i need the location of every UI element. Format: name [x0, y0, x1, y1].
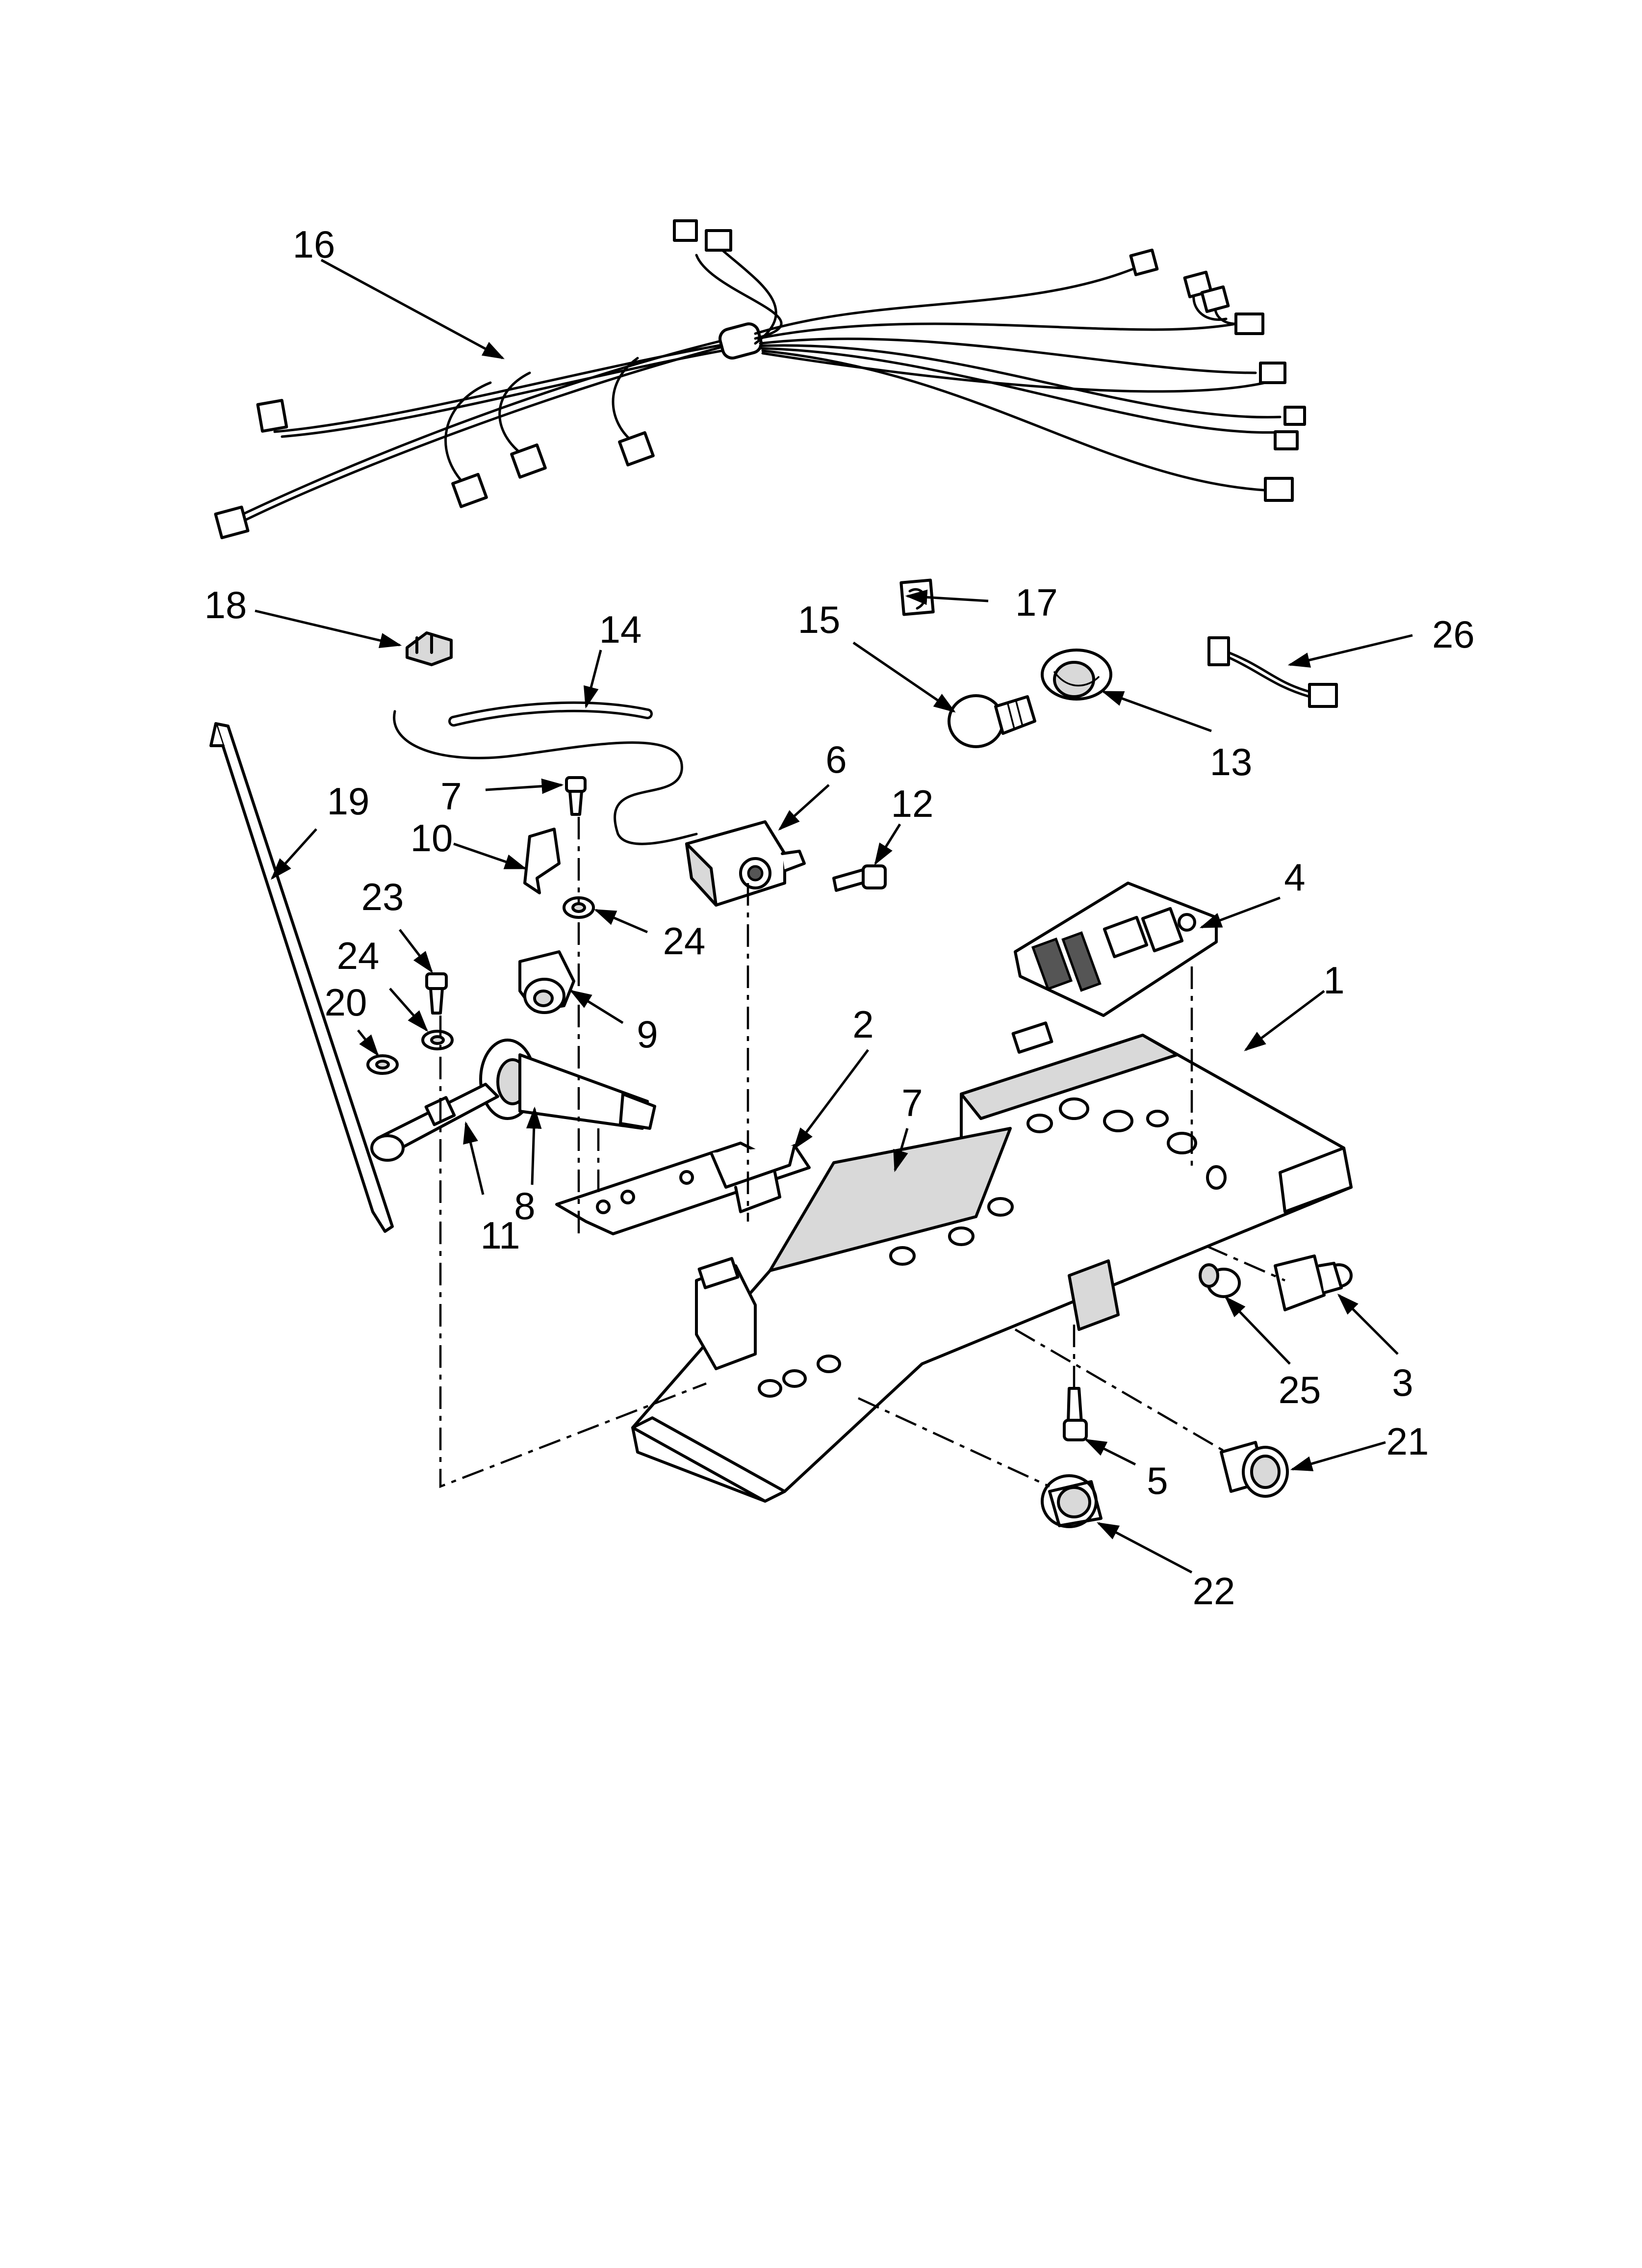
bracket-part-9[interactable]	[518, 950, 575, 1014]
callout-20: 20	[325, 981, 367, 1024]
callout-11: 11	[481, 1214, 520, 1257]
alignment-lines	[439, 817, 1285, 1488]
grommet-part-21[interactable]	[1220, 1441, 1289, 1498]
leader-arrows	[255, 259, 1413, 1574]
callout-17: 17	[1015, 581, 1058, 624]
housing-part-1[interactable]	[631, 1021, 1353, 1503]
screw-part-12[interactable]	[832, 864, 887, 892]
callout-14: 14	[599, 608, 642, 651]
grommet-part-22[interactable]	[1041, 1474, 1103, 1528]
callout-21: 21	[1386, 1420, 1429, 1463]
lever-part-11[interactable]	[370, 1083, 499, 1162]
callout-9: 9	[637, 1013, 658, 1056]
callout-22: 22	[1193, 1569, 1235, 1613]
washer-part-24-center[interactable]	[563, 896, 595, 919]
screw-part-23[interactable]	[425, 972, 448, 1015]
callout-10: 10	[410, 816, 453, 860]
callout-12: 12	[891, 782, 934, 825]
actuator-part-8[interactable]	[479, 1039, 656, 1130]
callout-4: 4	[1284, 856, 1305, 899]
callout-1: 1	[1323, 959, 1344, 1002]
callout-7-right: 7	[901, 1081, 923, 1124]
washer-part-24-left[interactable]	[421, 1030, 454, 1050]
harness-connector	[214, 219, 1306, 540]
washer-part-20[interactable]	[366, 1054, 399, 1075]
spring-clip-part-10[interactable]	[523, 828, 561, 894]
rod-part-19[interactable]	[209, 722, 394, 1233]
callout-18: 18	[205, 583, 247, 626]
screw-part-7-top[interactable]	[565, 776, 587, 816]
callout-19: 19	[327, 780, 370, 823]
callout-3: 3	[1392, 1361, 1413, 1404]
callout-13: 13	[1210, 740, 1253, 783]
wire-jumper-part[interactable]	[1207, 636, 1338, 708]
callout-2: 2	[852, 1003, 873, 1046]
screw-part-5[interactable]	[1063, 1387, 1088, 1441]
switch-part-6[interactable]	[685, 820, 806, 907]
light-bulb-part[interactable]	[948, 694, 1036, 748]
callout-26: 26	[1432, 613, 1475, 656]
light-socket-part[interactable]	[1041, 649, 1112, 701]
button-part-25[interactable]	[1199, 1263, 1241, 1298]
callout-8: 8	[514, 1184, 535, 1227]
switch-part-3[interactable]	[1274, 1254, 1353, 1311]
callout-25: 25	[1279, 1368, 1321, 1411]
wire-harness-part[interactable]	[214, 219, 1306, 540]
callout-5: 5	[1147, 1459, 1168, 1502]
callout-7-top: 7	[440, 775, 462, 818]
mounting-bracket-part-2[interactable]	[555, 1142, 811, 1235]
callout-23: 23	[361, 875, 404, 918]
control-board-part[interactable]	[1014, 882, 1218, 1017]
bracket-part-18[interactable]	[406, 631, 453, 666]
callout-24-left: 24	[337, 934, 380, 977]
callout-6: 6	[825, 738, 847, 781]
callout-24-center: 24	[663, 919, 706, 963]
callout-15: 15	[798, 598, 841, 641]
tube-part[interactable]	[393, 701, 698, 845]
callout-labels: 16 18 14 17 15 13 26 19 7 6 12 10 23 24 …	[205, 223, 1475, 1613]
callout-16: 16	[293, 223, 335, 266]
